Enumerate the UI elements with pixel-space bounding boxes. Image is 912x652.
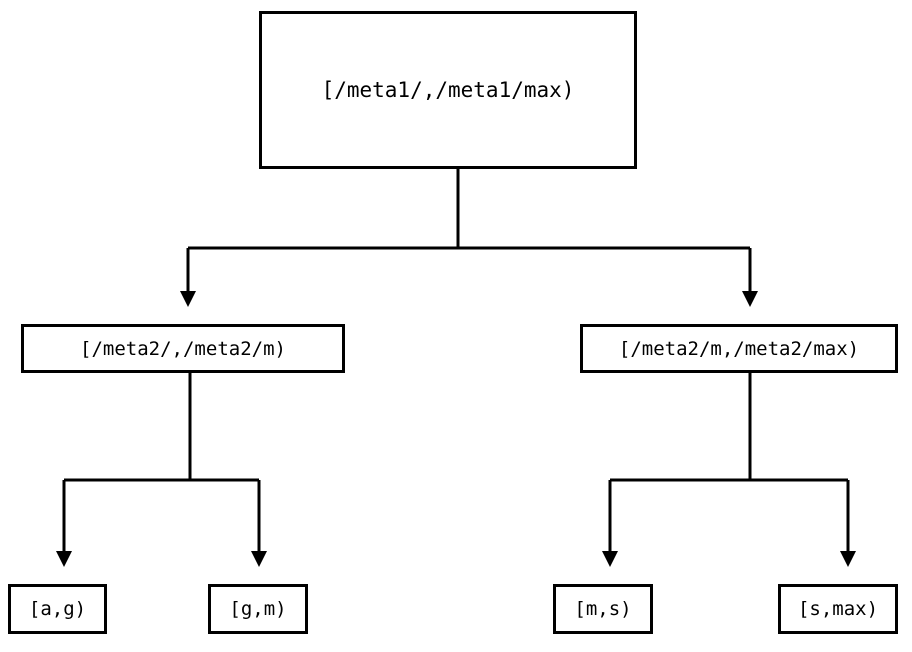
node-mid-right[interactable]: [/meta2/m,/meta2/max) <box>580 324 898 373</box>
node-leaf-s-max[interactable]: [s,max) <box>778 584 898 634</box>
node-leaf-g-m[interactable]: [g,m) <box>208 584 308 634</box>
node-leaf-m-s[interactable]: [m,s) <box>553 584 653 634</box>
arrowhead-icon <box>251 551 267 567</box>
edge-midright-to-leaves <box>602 373 856 567</box>
node-mid-left[interactable]: [/meta2/,/meta2/m) <box>21 324 345 373</box>
arrowhead-icon <box>180 291 196 307</box>
edge-root-to-mid <box>180 169 758 307</box>
edge-midleft-to-leaves <box>56 373 267 567</box>
arrowhead-icon <box>56 551 72 567</box>
arrowhead-icon <box>602 551 618 567</box>
node-root[interactable]: [/meta1/,/meta1/max) <box>259 11 637 169</box>
arrowhead-icon <box>742 291 758 307</box>
arrowhead-icon <box>840 551 856 567</box>
node-leaf-a-g[interactable]: [a,g) <box>8 584 107 634</box>
